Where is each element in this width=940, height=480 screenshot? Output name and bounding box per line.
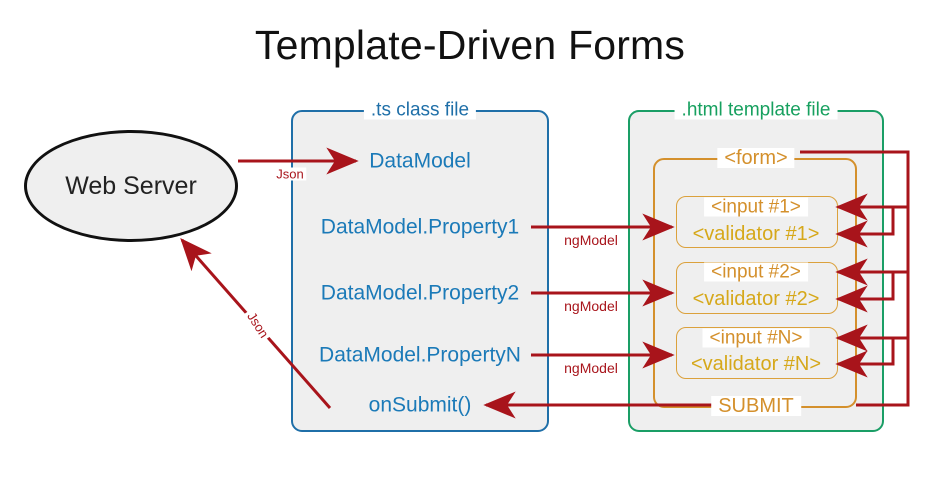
wire-bus-to-validator1 (835, 207, 895, 248)
wire-bus-to-validatorN (835, 338, 895, 378)
input-2-caption: <input #2> (704, 262, 808, 282)
onsubmit-label: onSubmit() (368, 393, 472, 417)
submit-caption[interactable]: SUBMIT (711, 396, 801, 416)
html-template-file-caption: .html template file (674, 100, 838, 120)
input-1-caption: <input #1> (704, 197, 808, 217)
edge-label-ngmodel-1: ngModel (561, 233, 621, 247)
web-server-node[interactable]: Web Server (24, 130, 238, 242)
datamodel-property2-label: DataModel.Property2 (320, 281, 520, 305)
ts-class-file-caption: .ts class file (363, 100, 477, 120)
edge-label-json-inbound: Json (273, 167, 307, 181)
datamodel-property1-label: DataModel.Property1 (320, 215, 520, 239)
input-n-caption: <input #N> (702, 328, 810, 348)
edge-label-ngmodel-n: ngModel (561, 361, 621, 375)
validator-2-label: <validator #2> (692, 288, 820, 310)
wire-form-bus (800, 150, 910, 407)
wire-bus-to-validator2 (835, 272, 895, 313)
form-caption: <form> (717, 148, 795, 168)
page-title: Template-Driven Forms (254, 22, 686, 68)
datamodel-label: DataModel (369, 149, 471, 173)
edge-label-ngmodel-2: ngModel (561, 299, 621, 313)
validator-1-label: <validator #1> (692, 223, 820, 245)
datamodel-propertyN-label: DataModel.PropertyN (319, 343, 521, 367)
validator-n-label: <validator #N> (690, 353, 822, 375)
web-server-label: Web Server (65, 171, 197, 200)
